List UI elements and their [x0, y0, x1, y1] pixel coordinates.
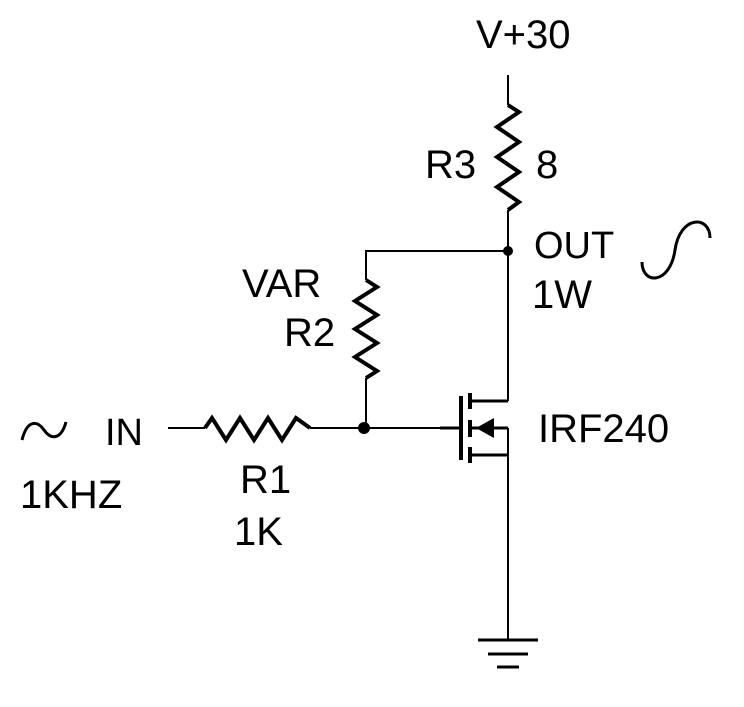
r1-value: 1K: [234, 510, 283, 554]
input-label: IN: [105, 412, 143, 454]
r3-resistor: [493, 103, 523, 212]
r2-note: VAR: [242, 262, 321, 306]
supply-label: V+30: [476, 13, 571, 57]
r1-designator: R1: [240, 458, 291, 502]
output-label: OUT: [534, 225, 614, 267]
r2-designator: R2: [284, 311, 335, 355]
r3-value: 8: [536, 143, 558, 187]
r1-resistor: [203, 414, 312, 444]
ground-icon: [478, 638, 538, 669]
transistor-part: IRF240: [538, 407, 669, 451]
r2-resistor: [351, 278, 381, 380]
feedback-wire: [365, 250, 508, 280]
r3-designator: R3: [425, 143, 476, 187]
mosfet-symbol: [440, 393, 509, 463]
output-sine-wave-icon: [640, 220, 712, 280]
output-power: 1W: [532, 273, 592, 317]
input-frequency: 1KHZ: [20, 473, 122, 517]
input-sine-wave-icon: [20, 421, 68, 441]
